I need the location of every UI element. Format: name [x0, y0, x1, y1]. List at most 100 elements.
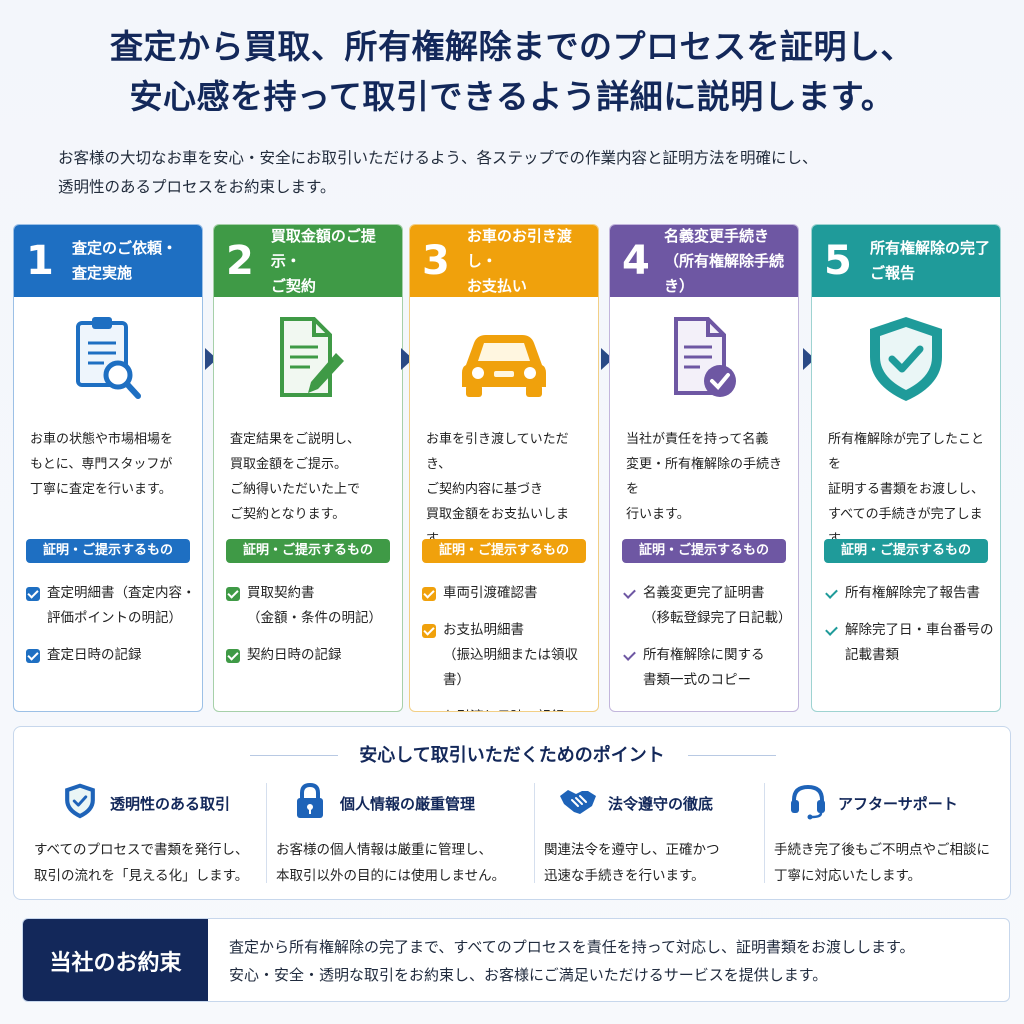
proof-item: お支払明細書 （振込明細または領収書）: [422, 618, 592, 693]
safety-points: 安心して取引いただくためのポイント 透明性のある取引 すべてのプロセスで書類を発…: [13, 726, 1011, 900]
step-header: 5 所有権解除の完了 ご報告: [812, 225, 1000, 297]
proof-item: 所有権解除に関する 書類一式のコピー: [622, 643, 792, 693]
proof-item-text: 名義変更完了証明書 （移転登録完了日記載）: [643, 585, 792, 626]
proof-item: 査定日時の記録: [26, 643, 196, 668]
step-description: お車を引き渡していただき、 ご契約内容に基づき 買取金額をお支払いします。: [426, 432, 570, 547]
proof-item-text: 車両引渡確認書: [443, 585, 538, 601]
point-item: 透明性のある取引 すべてのプロセスで書類を発行し、 取引の流れを「見える化」しま…: [34, 783, 280, 889]
proof-label: 証明・ご提示するもの: [622, 539, 786, 563]
proof-list: 買取契約書 （金額・条件の明記） 契約日時の記録: [226, 581, 396, 680]
step-header: 4 名義変更手続き （所有権解除手続き）: [610, 225, 798, 297]
divider: [688, 755, 776, 756]
shield-check-icon: [60, 782, 100, 824]
point-title: 法令遵守の徹底: [608, 794, 714, 813]
headline-line-2: 安心感を持って取引できるよう詳細に説明します。: [129, 77, 895, 116]
point-title: アフターサポート: [838, 794, 958, 813]
clipboard-search-icon: [14, 313, 202, 405]
divider: [250, 755, 338, 756]
step-description: 当社が責任を持って名義 変更・所有権解除の手続きを 行います。: [626, 432, 783, 522]
step-card-1: 1 査定のご依頼・ 査定実施 お車の状態や市場相場を もとに、専門スタッフが 丁…: [13, 224, 203, 712]
check-icon: [422, 711, 436, 712]
step-card-2: 2 買取金額のご提示・ ご契約 査定結果をご説明し、 買取金額をご提示。 ご納得…: [213, 224, 403, 712]
point-title: 個人情報の厳重管理: [340, 794, 476, 813]
document-pen-icon: [214, 313, 402, 405]
page-headline: 査定から買取、所有権解除までのプロセスを証明し、 安心感を持って取引できるよう詳…: [0, 22, 1024, 122]
check-icon: [422, 587, 436, 601]
step-number: 5: [824, 238, 852, 284]
intro-text: お客様の大切なお車を安心・安全にお取引いただけるよう、各ステップでの作業内容と証…: [58, 144, 984, 202]
handshake-icon: [558, 782, 598, 824]
divider: [764, 783, 765, 883]
promise-text: 査定から所有権解除の完了まで、すべてのプロセスを責任を持って対応し、証明書類をお…: [229, 938, 915, 984]
point-description: 関連法令を遵守し、正確かつ 迅速な手続きを行います。: [544, 842, 720, 884]
point-header: 透明性のある取引: [34, 783, 280, 823]
step-card-4: 4 名義変更手続き （所有権解除手続き） 当社が責任を持って名義 変更・所有権解…: [609, 224, 799, 712]
step-title: 査定のご依頼・ 査定実施: [72, 239, 178, 282]
process-steps: 1 査定のご依頼・ 査定実施 お車の状態や市場相場を もとに、専門スタッフが 丁…: [13, 224, 1013, 712]
step-number: 4: [622, 238, 650, 284]
proof-list: 査定明細書（査定内容・ 評価ポイントの明記） 査定日時の記録: [26, 581, 196, 680]
step-card-3: 3 お車のお引き渡し・ お支払い お車を引き渡していただき、 ご契約内容に基づき…: [409, 224, 599, 712]
headset-icon: [788, 782, 828, 824]
intro-line-1: お客様の大切なお車を安心・安全にお取引いただけるよう、各ステップでの作業内容と証…: [58, 149, 818, 167]
car-icon: [410, 313, 598, 405]
proof-label: 証明・ご提示するもの: [422, 539, 586, 563]
proof-item-text: 査定明細書（査定内容・ 評価ポイントの明記）: [47, 585, 196, 626]
proof-item-text: 所有権解除完了報告書: [845, 585, 980, 601]
step-description: お車の状態や市場相場を もとに、専門スタッフが 丁寧に査定を行います。: [30, 432, 174, 497]
check-icon: [226, 649, 240, 663]
proof-item-text: 査定日時の記録: [47, 647, 142, 663]
promise-badge: 当社のお約束: [23, 919, 208, 1001]
proof-item: 名義変更完了証明書 （移転登録完了日記載）: [622, 581, 792, 631]
step-description: 所有権解除が完了したことを 証明する書類をお渡しし、 すべての手続きが完了します…: [828, 432, 985, 547]
proof-item: 解除完了日・車台番号の 記載書類: [824, 618, 994, 668]
points-title: 安心して取引いただくためのポイント: [359, 745, 665, 766]
proof-item-text: 買取契約書 （金額・条件の明記）: [247, 585, 382, 626]
proof-list: 所有権解除完了報告書 解除完了日・車台番号の 記載書類: [824, 581, 994, 680]
point-item: 個人情報の厳重管理 お客様の個人情報は厳重に管理し、 本取引以外の目的には使用し…: [276, 782, 522, 889]
proof-item: 買取契約書 （金額・条件の明記）: [226, 581, 396, 631]
proof-item: 契約日時の記録: [226, 643, 396, 668]
proof-item-text: 契約日時の記録: [247, 647, 342, 663]
step-title: 所有権解除の完了 ご報告: [870, 239, 991, 282]
step-number: 3: [422, 238, 450, 284]
check-icon: [26, 587, 40, 601]
proof-item-text: お支払明細書 （振込明細または領収書）: [443, 622, 578, 688]
step-header: 1 査定のご依頼・ 査定実施: [14, 225, 202, 297]
proof-list: 名義変更完了証明書 （移転登録完了日記載） 所有権解除に関する 書類一式のコピー: [622, 581, 792, 705]
lock-icon: [290, 782, 330, 824]
divider: [534, 783, 535, 883]
headline-line-1: 査定から買取、所有権解除までのプロセスを証明し、: [110, 27, 914, 66]
proof-list: 車両引渡確認書 お支払明細書 （振込明細または領収書） お引渡し日時の記録: [422, 581, 592, 712]
step-title: お車のお引き渡し・ お支払い: [466, 226, 572, 295]
proof-item: 査定明細書（査定内容・ 評価ポイントの明記）: [26, 581, 196, 631]
proof-label: 証明・ご提示するもの: [824, 539, 988, 563]
shield-check-icon: [812, 313, 1000, 405]
promise-panel: 当社のお約束 査定から所有権解除の完了まで、すべてのプロセスを責任を持って対応し…: [22, 918, 1010, 1002]
step-number: 1: [26, 238, 54, 284]
divider: [266, 783, 267, 883]
point-item: アフターサポート 手続き完了後もご不明点やご相談に 丁寧に対応いたします。: [774, 783, 1020, 889]
point-header: 個人情報の厳重管理: [276, 782, 522, 824]
step-card-5: 5 所有権解除の完了 ご報告 所有権解除が完了したことを 証明する書類をお渡しし…: [811, 224, 1001, 712]
proof-label: 証明・ご提示するもの: [226, 539, 390, 563]
point-item: 法令遵守の徹底 関連法令を遵守し、正確かつ 迅速な手続きを行います。: [544, 783, 790, 889]
step-header: 2 買取金額のご提示・ ご契約: [214, 225, 402, 297]
point-description: すべてのプロセスで書類を発行し、 取引の流れを「見える化」します。: [34, 842, 249, 884]
check-icon: [824, 624, 838, 638]
proof-item: お引渡し日時の記録: [422, 705, 592, 712]
proof-item: 車両引渡確認書: [422, 581, 592, 606]
point-description: 手続き完了後もご不明点やご相談に 丁寧に対応いたします。: [774, 842, 990, 884]
check-icon: [622, 649, 636, 663]
point-title: 透明性のある取引: [110, 794, 231, 813]
point-description: お客様の個人情報は厳重に管理し、 本取引以外の目的には使用しません。: [276, 842, 506, 884]
step-description: 査定結果をご説明し、 買取金額をご提示。 ご納得いただいた上で ご契約となります…: [230, 432, 361, 522]
check-icon: [824, 587, 838, 601]
intro-line-2: 透明性のあるプロセスをお約束します。: [58, 178, 336, 196]
proof-item-text: 解除完了日・車台番号の 記載書類: [845, 622, 994, 663]
check-icon: [226, 587, 240, 601]
step-title: 名義変更手続き （所有権解除手続き）: [663, 226, 784, 295]
step-header: 3 お車のお引き渡し・ お支払い: [410, 225, 598, 297]
proof-item-text: お引渡し日時の記録: [443, 705, 565, 711]
proof-item-text: 所有権解除に関する 書類一式のコピー: [643, 647, 765, 688]
